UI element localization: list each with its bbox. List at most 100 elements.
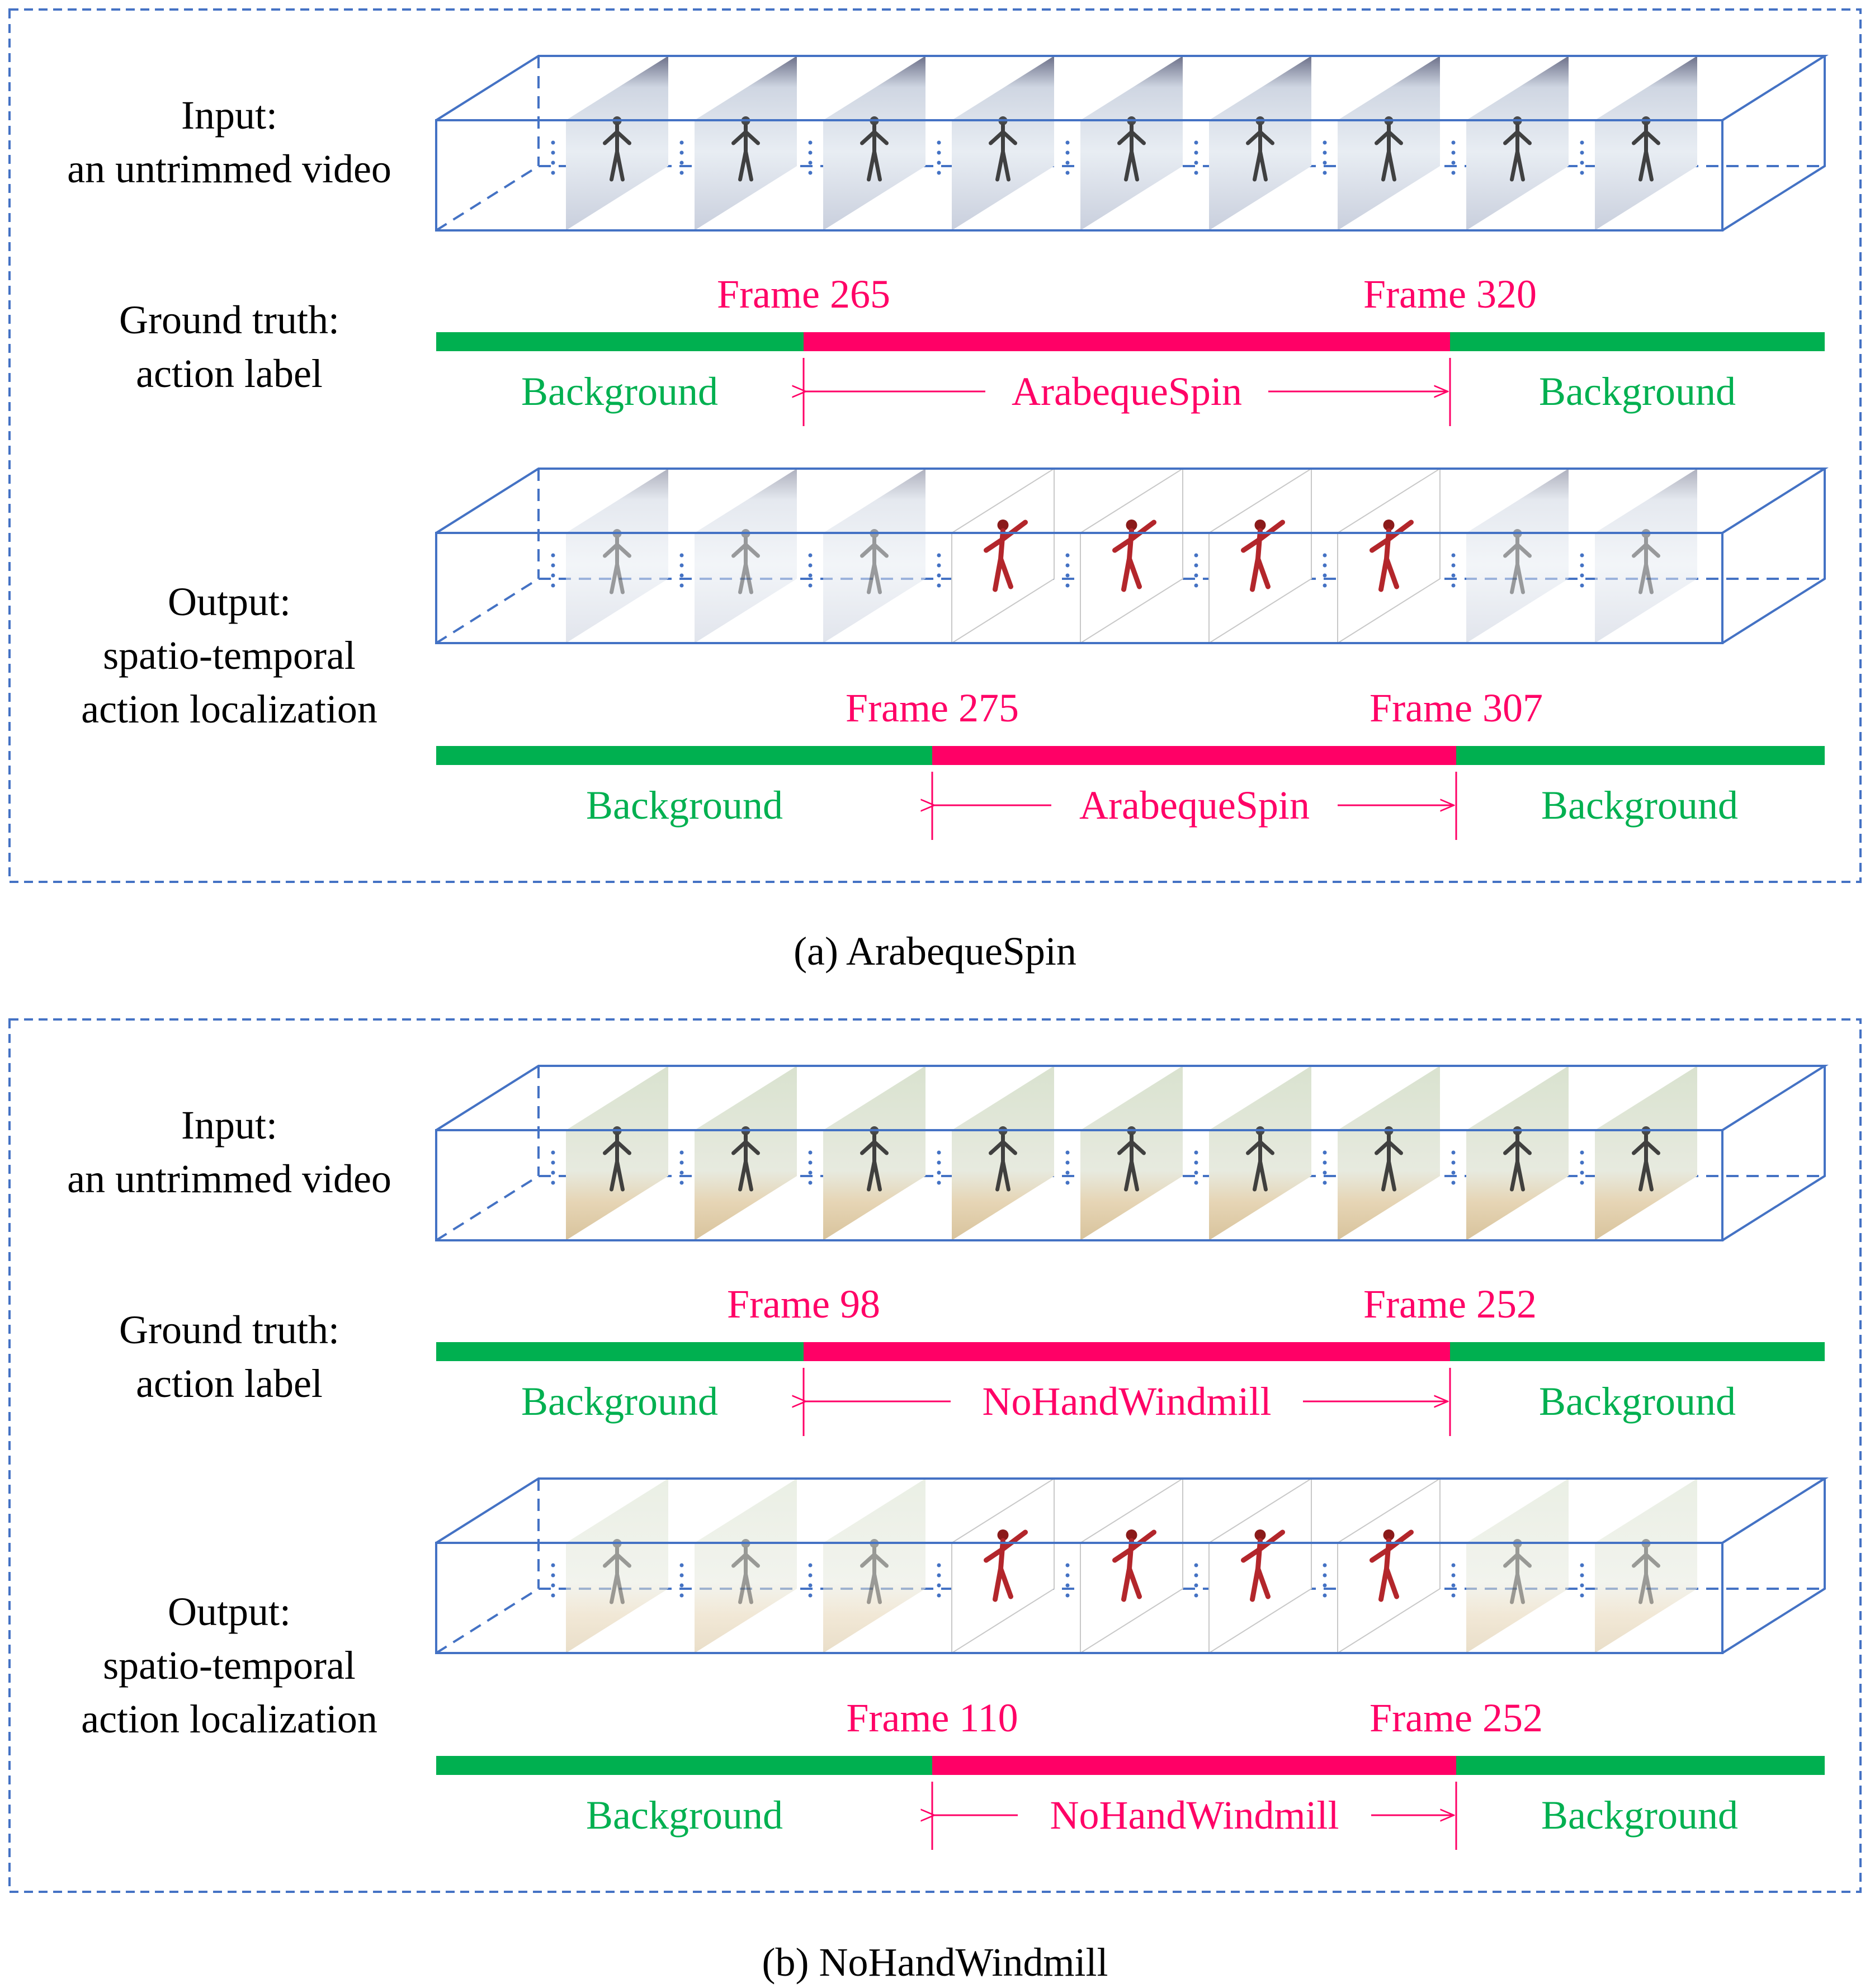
panel-b-caption: (b) NoHandWindmill (762, 1940, 1108, 1985)
frame-ellipsis-dot (1323, 1573, 1327, 1578)
panel-a-border (8, 8, 1862, 883)
gt-bar-action (804, 1342, 1450, 1361)
frame-ellipsis-dot (937, 1150, 941, 1155)
pred-bar-action (932, 746, 1456, 765)
video-frame (566, 1479, 668, 1653)
gt-start-frame: Frame 98 (727, 1282, 880, 1326)
frame-ellipsis-dot (551, 1573, 555, 1578)
frame-ellipsis-dot (1065, 1573, 1070, 1578)
frame-ellipsis-dot (679, 1563, 684, 1567)
frame-ellipsis-dot (1194, 1160, 1198, 1165)
frame-ellipsis-dot (679, 1170, 684, 1175)
frame-ellipsis-dot (551, 1160, 555, 1165)
output-label-line2: spatio-temporal (103, 633, 356, 678)
pred-end-frame: Frame 307 (1370, 686, 1543, 730)
output-label-line2: spatio-temporal (103, 1643, 356, 1688)
frame-ellipsis-dot (937, 583, 941, 588)
frame-ellipsis-dot (808, 150, 813, 155)
localized-actor (1112, 1529, 1156, 1602)
frame-ellipsis-dot (1065, 1160, 1070, 1165)
input-label-line2: an untrimmed video (67, 1156, 391, 1201)
frame-ellipsis-dot (937, 1583, 941, 1588)
frame-ellipsis-dot (808, 1180, 813, 1185)
frame-ellipsis-dot (1194, 1563, 1198, 1567)
frame-ellipsis-dot (1451, 563, 1456, 568)
frame-ellipsis-dot (1451, 1160, 1456, 1165)
cube-top-face (435, 55, 1829, 121)
panel-b: Input: an untrimmed video Ground truth: … (8, 1018, 1862, 1893)
frame-ellipsis-dot (551, 573, 555, 578)
frame-ellipsis-dot (679, 583, 684, 588)
frame-ellipsis-dot (551, 1170, 555, 1175)
video-frame (1595, 1479, 1697, 1653)
frame-ellipsis-dot (551, 150, 555, 155)
frame-ellipsis-dot (551, 1563, 555, 1567)
cube-front-face (435, 1542, 1723, 1654)
frame-ellipsis-dot (679, 171, 684, 175)
frame-ellipsis-dot (679, 1150, 684, 1155)
gt-action-label: NoHandWindmill (982, 1379, 1271, 1424)
frame-ellipsis-dot (551, 553, 555, 558)
frame-ellipsis-dot (1580, 1180, 1584, 1185)
gt-background-left-label: Background (521, 1379, 718, 1424)
frame-ellipsis-dot (937, 573, 941, 578)
cube-front-face (435, 119, 1723, 232)
frame-ellipsis-dot (1451, 1573, 1456, 1578)
frame-ellipsis-dot (679, 140, 684, 145)
frame-ellipsis-dot (551, 171, 555, 175)
frame-ellipsis-dot (679, 563, 684, 568)
frame-ellipsis-dot (1451, 150, 1456, 155)
frame-ellipsis-dot (1451, 171, 1456, 175)
video-frame (823, 1479, 925, 1653)
frame-ellipsis-dot (679, 1573, 684, 1578)
frame-ellipsis-dot (1323, 1180, 1327, 1185)
frame-ellipsis-dot (1580, 1160, 1584, 1165)
pred-background-right-label: Background (1541, 783, 1738, 828)
cube-top-face (435, 1065, 1829, 1131)
cube-right-face (1721, 56, 1826, 232)
video-frame (566, 469, 668, 643)
frame-ellipsis-dot (551, 583, 555, 588)
frame-ellipsis-dot (808, 1563, 813, 1567)
frame-ellipsis-dot (1580, 1150, 1584, 1155)
input-video-cube (435, 55, 1829, 232)
frame-ellipsis-dot (937, 1593, 941, 1598)
frame-ellipsis-dot (1065, 1583, 1070, 1588)
frame-ellipsis-dot (1194, 1150, 1198, 1155)
localized-actor (1370, 1529, 1414, 1602)
frame-ellipsis-dot (937, 1573, 941, 1578)
frame-ellipsis-dot (679, 1160, 684, 1165)
pred-bar-background-right (1456, 1756, 1825, 1775)
frame-ellipsis-dot (808, 1573, 813, 1578)
frame-ellipsis-dot (679, 160, 684, 165)
gt-bar-background-right (1450, 1342, 1825, 1361)
cube-right-face (1721, 469, 1826, 644)
input-label-line1: Input: (181, 1103, 277, 1148)
gt-bar-background-right (1450, 332, 1825, 351)
frame-ellipsis-dot (1194, 1170, 1198, 1175)
frame-ellipsis-dot (1580, 140, 1584, 145)
frame-ellipsis-dot (1580, 1170, 1584, 1175)
localized-actor (1370, 520, 1414, 592)
frame-ellipsis-dot (1580, 553, 1584, 558)
frame-ellipsis-dot (1323, 1593, 1327, 1598)
frame-ellipsis-dot (551, 140, 555, 145)
frame-ellipsis-dot (937, 171, 941, 175)
frame-ellipsis-dot (1065, 140, 1070, 145)
panel-a: Input: an untrimmed video Ground truth: … (8, 8, 1862, 883)
frame-ellipsis-dot (808, 1583, 813, 1588)
frame-ellipsis-dot (1580, 563, 1584, 568)
frame-ellipsis-dot (1323, 140, 1327, 145)
pred-bar-background-left (436, 746, 932, 765)
video-frame (1595, 469, 1697, 643)
frame-ellipsis-dot (1451, 1150, 1456, 1155)
frame-ellipsis-dot (808, 1160, 813, 1165)
input-label-line1: Input: (181, 93, 277, 138)
cube-hidden-edge (435, 165, 540, 232)
pred-bar-background-left (436, 1756, 932, 1775)
frame-ellipsis-dot (1323, 171, 1327, 175)
pred-action-label: NoHandWindmill (1050, 1793, 1339, 1838)
input-label-line2: an untrimmed video (67, 147, 391, 191)
gt-background-right-label: Background (1539, 369, 1736, 414)
localized-actor (1241, 520, 1285, 592)
